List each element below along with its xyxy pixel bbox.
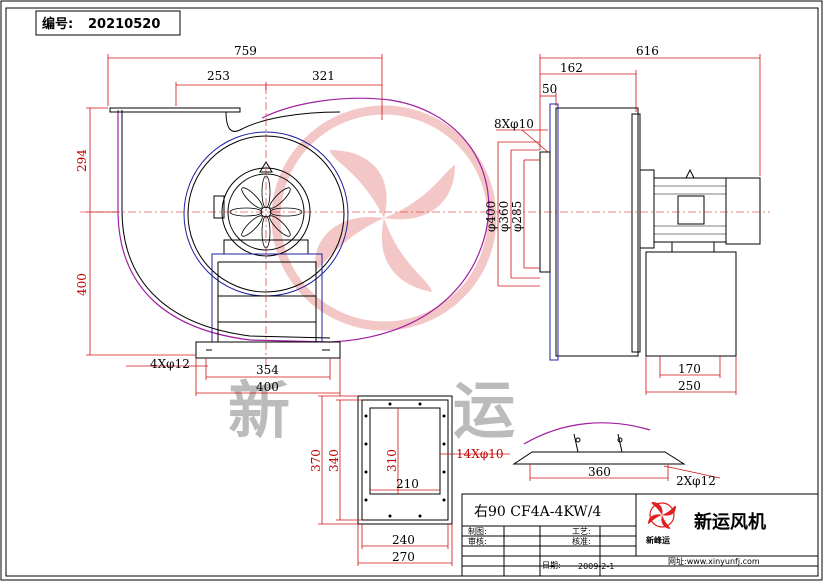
- dim-270: 270: [392, 550, 415, 564]
- support-frame-inner: [217, 261, 317, 342]
- dim-d400: φ400: [484, 201, 498, 232]
- motor-stand: [645, 251, 737, 357]
- dim-d285: φ285: [510, 201, 524, 232]
- title-block: 右90 CF4A-4KW/4 制图: 工艺: 审核: 核准: 日期: 2009-…: [461, 493, 819, 577]
- flange-inner: [361, 399, 449, 521]
- company-name: 新运风机: [694, 511, 766, 533]
- title-block-frame: [461, 493, 819, 577]
- dim-321: 321: [312, 69, 335, 83]
- dim-210: 210: [396, 477, 419, 491]
- front-view: 759 253 321 294 400 4Xφ12 354 400: [75, 44, 505, 396]
- dim-50: 50: [542, 82, 557, 96]
- code-label: 编号:: [42, 16, 73, 32]
- tb-label-approve: 核准:: [572, 536, 591, 546]
- dim-162: 162: [560, 61, 583, 75]
- dim-400-base: 400: [256, 380, 279, 394]
- motor-flange-side: [639, 169, 655, 249]
- volute-inner-line: [121, 110, 331, 339]
- flange-bolt-holes: [364, 402, 446, 518]
- motor-lifting-eye: [685, 168, 695, 179]
- dim-354: 354: [256, 363, 279, 377]
- flange-opening: [369, 407, 441, 495]
- dim-flange-bolts: 8Xφ10: [494, 117, 534, 131]
- leader-base-2x: [663, 465, 721, 479]
- volute-tongue: [225, 111, 341, 132]
- inlet-flange: [549, 103, 559, 361]
- code-value: 20210520: [88, 17, 160, 32]
- dim-310: 310: [385, 449, 399, 472]
- volute-casing: [117, 97, 490, 343]
- logo-text: 新峰运: [646, 535, 670, 545]
- tb-label-check: 审核:: [468, 536, 487, 546]
- base-bolt-left: [575, 437, 581, 443]
- terminal-box: [213, 195, 225, 219]
- motor-fan-cover: [725, 177, 761, 245]
- dim-250: 250: [678, 379, 701, 393]
- dim-360: 360: [588, 465, 611, 479]
- dim-294: 294: [75, 149, 89, 172]
- motor-terminal-box: [677, 195, 705, 225]
- dim-base-bolts: 4Xφ12: [150, 357, 190, 371]
- website: 网址:www.xinyunfj.com: [668, 556, 760, 566]
- base-view: 360 2Xφ12: [512, 422, 721, 488]
- dim-400-height: 400: [75, 273, 89, 296]
- watermark-text-1: 新: [228, 374, 290, 447]
- tb-label-date: 日期:: [542, 561, 561, 570]
- side-view: 616 162 50 8Xφ10 φ400 φ360 φ285 170 250: [484, 44, 770, 395]
- dim-d360: φ360: [497, 201, 511, 232]
- dim-240: 240: [392, 533, 415, 547]
- dim-170: 170: [678, 362, 701, 376]
- watermark-logo: [271, 105, 497, 331]
- motor-body-fins: [654, 185, 726, 235]
- flange-outer: [357, 395, 453, 525]
- dim-outlet-bolts: 14Xφ10: [456, 447, 503, 461]
- outlet-flange-view: 370 340 310 14Xφ10 210 240 270: [309, 395, 510, 566]
- tb-label-process: 工艺:: [572, 527, 591, 536]
- code-box: [35, 10, 181, 36]
- company-logo-icon: [648, 502, 676, 529]
- dim-616: 616: [636, 44, 659, 58]
- inner-frame: [5, 7, 819, 577]
- dim-340: 340: [327, 449, 341, 472]
- back-plate: [631, 113, 641, 353]
- dim-253: 253: [207, 69, 230, 83]
- model-text: 右90 CF4A-4KW/4: [474, 504, 601, 520]
- dim-370: 370: [309, 449, 323, 472]
- dim-base-2x: 2Xφ12: [676, 474, 716, 488]
- base-plate: [195, 341, 341, 359]
- dim-759: 759: [234, 44, 257, 58]
- base-casing-arc: [523, 422, 651, 445]
- base-legs: [573, 433, 623, 453]
- motor-body: [653, 177, 727, 243]
- tb-date: 2009-2-1: [578, 562, 614, 571]
- fan-housing-side: [555, 107, 639, 357]
- outlet-flange-top: [109, 107, 241, 113]
- motor-foot-side: [671, 241, 715, 253]
- base-plate-view: [512, 451, 686, 465]
- watermark-text-2: 运: [453, 374, 515, 447]
- tb-label-drawn: 制图:: [468, 526, 487, 536]
- base-bolt-right: [617, 437, 623, 443]
